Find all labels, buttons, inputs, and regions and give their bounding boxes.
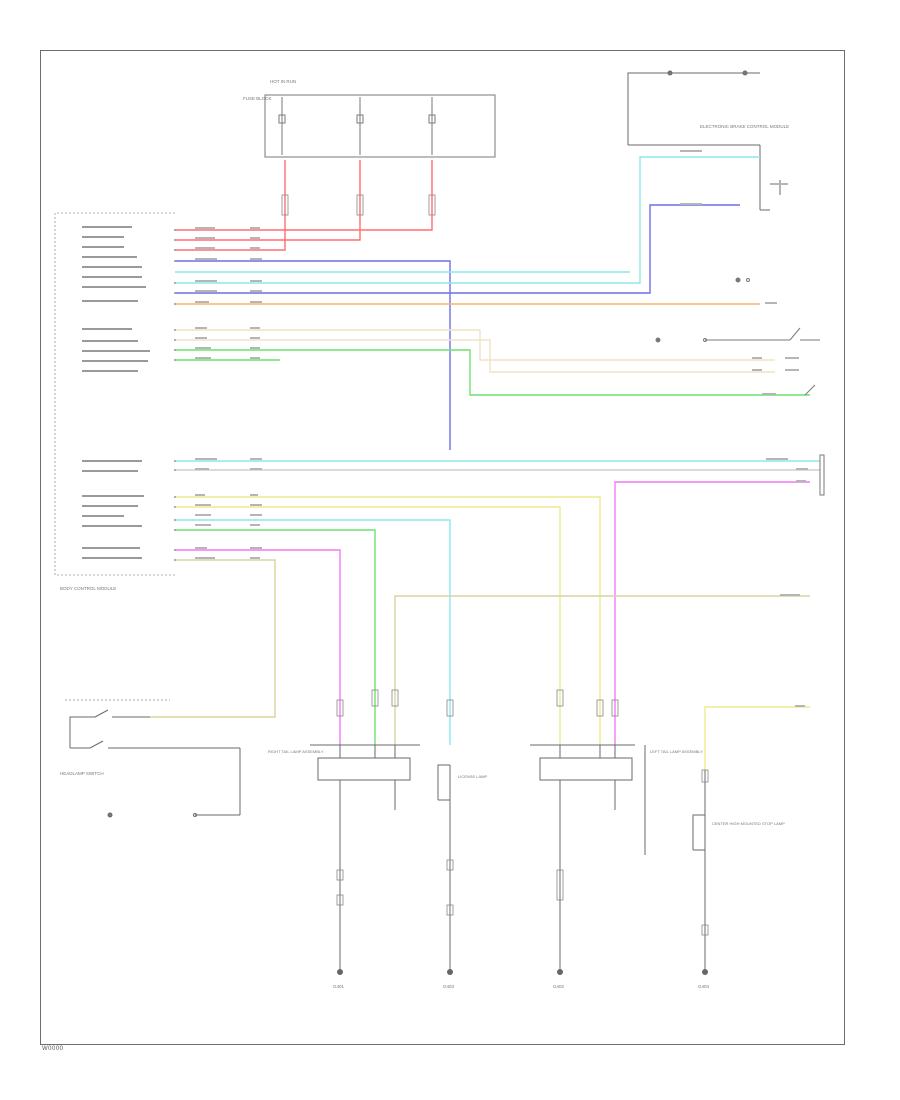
wire-cyan-3 xyxy=(175,519,451,745)
ground-g4-label: G404 xyxy=(698,984,710,989)
wire-cyan-1 xyxy=(175,156,760,284)
bcm-pin-dots xyxy=(174,229,176,561)
wire-tan-2 xyxy=(175,339,775,373)
ground-symbols xyxy=(337,969,708,975)
chmsl xyxy=(692,770,706,970)
bcm-pin-labels xyxy=(82,226,150,559)
wire-yellow-3 xyxy=(704,706,810,770)
ground-g1-symbol xyxy=(337,969,343,975)
right-side-components xyxy=(655,277,825,496)
wire-tan-1 xyxy=(175,329,775,361)
footer-code: W0000 xyxy=(42,1046,64,1052)
wire-yellow-1 xyxy=(175,496,601,745)
fuse-block-title: HOT IN RUN xyxy=(270,79,296,84)
fuse-block-label: FUSE BLOCK xyxy=(243,96,272,101)
wire-pink-2 xyxy=(614,481,810,745)
ebcm-label: ELECTRONIC BRAKE CONTROL MODULE xyxy=(700,124,789,129)
chmsl-label: CENTER HIGH MOUNTED STOP LAMP xyxy=(712,821,785,826)
right-tail-lamp-label: RIGHT TAIL LAMP ASSEMBLY xyxy=(268,749,324,754)
bcm-box xyxy=(54,212,175,576)
wire-group xyxy=(150,156,820,770)
license-lamp-label: LICENSE LAMP xyxy=(458,774,487,779)
left-tail-lamp xyxy=(530,744,646,970)
wire-green-1 xyxy=(175,349,810,396)
wire-blue-1 xyxy=(175,260,451,450)
ground-g3-label: G402 xyxy=(553,984,565,989)
ground-g1-label: G401 xyxy=(333,984,345,989)
ground-g3-symbol xyxy=(557,969,563,975)
wire-yellow-2 xyxy=(175,506,561,745)
left-tail-lamp-label: LEFT TAIL LAMP ASSEMBLY xyxy=(650,749,703,754)
right-tail-lamp xyxy=(310,744,420,970)
headlamp-switch-label: HEADLAMP SWITCH xyxy=(60,771,104,776)
ground-g4-symbol xyxy=(702,969,708,975)
wire-olive-1 xyxy=(150,559,276,718)
connector-marks xyxy=(281,194,709,936)
headlamp-switch xyxy=(65,699,241,818)
wire-olive-2 xyxy=(394,595,810,745)
license-lamp xyxy=(437,764,451,970)
fuse-block xyxy=(264,94,496,158)
wire-red-1 xyxy=(175,160,433,231)
wire-label-marks xyxy=(195,150,808,707)
ebcm-box xyxy=(627,70,781,211)
wire-green-3 xyxy=(175,529,376,745)
wire-red-3 xyxy=(175,160,286,251)
wire-red-2 xyxy=(175,160,361,241)
ground-g2-symbol xyxy=(447,969,453,975)
ground-g2-label: G403 xyxy=(443,984,455,989)
wire-pink-1 xyxy=(175,549,341,745)
bcm-label: BODY CONTROL MODULE xyxy=(60,586,116,591)
diagram-frame xyxy=(40,50,845,1045)
